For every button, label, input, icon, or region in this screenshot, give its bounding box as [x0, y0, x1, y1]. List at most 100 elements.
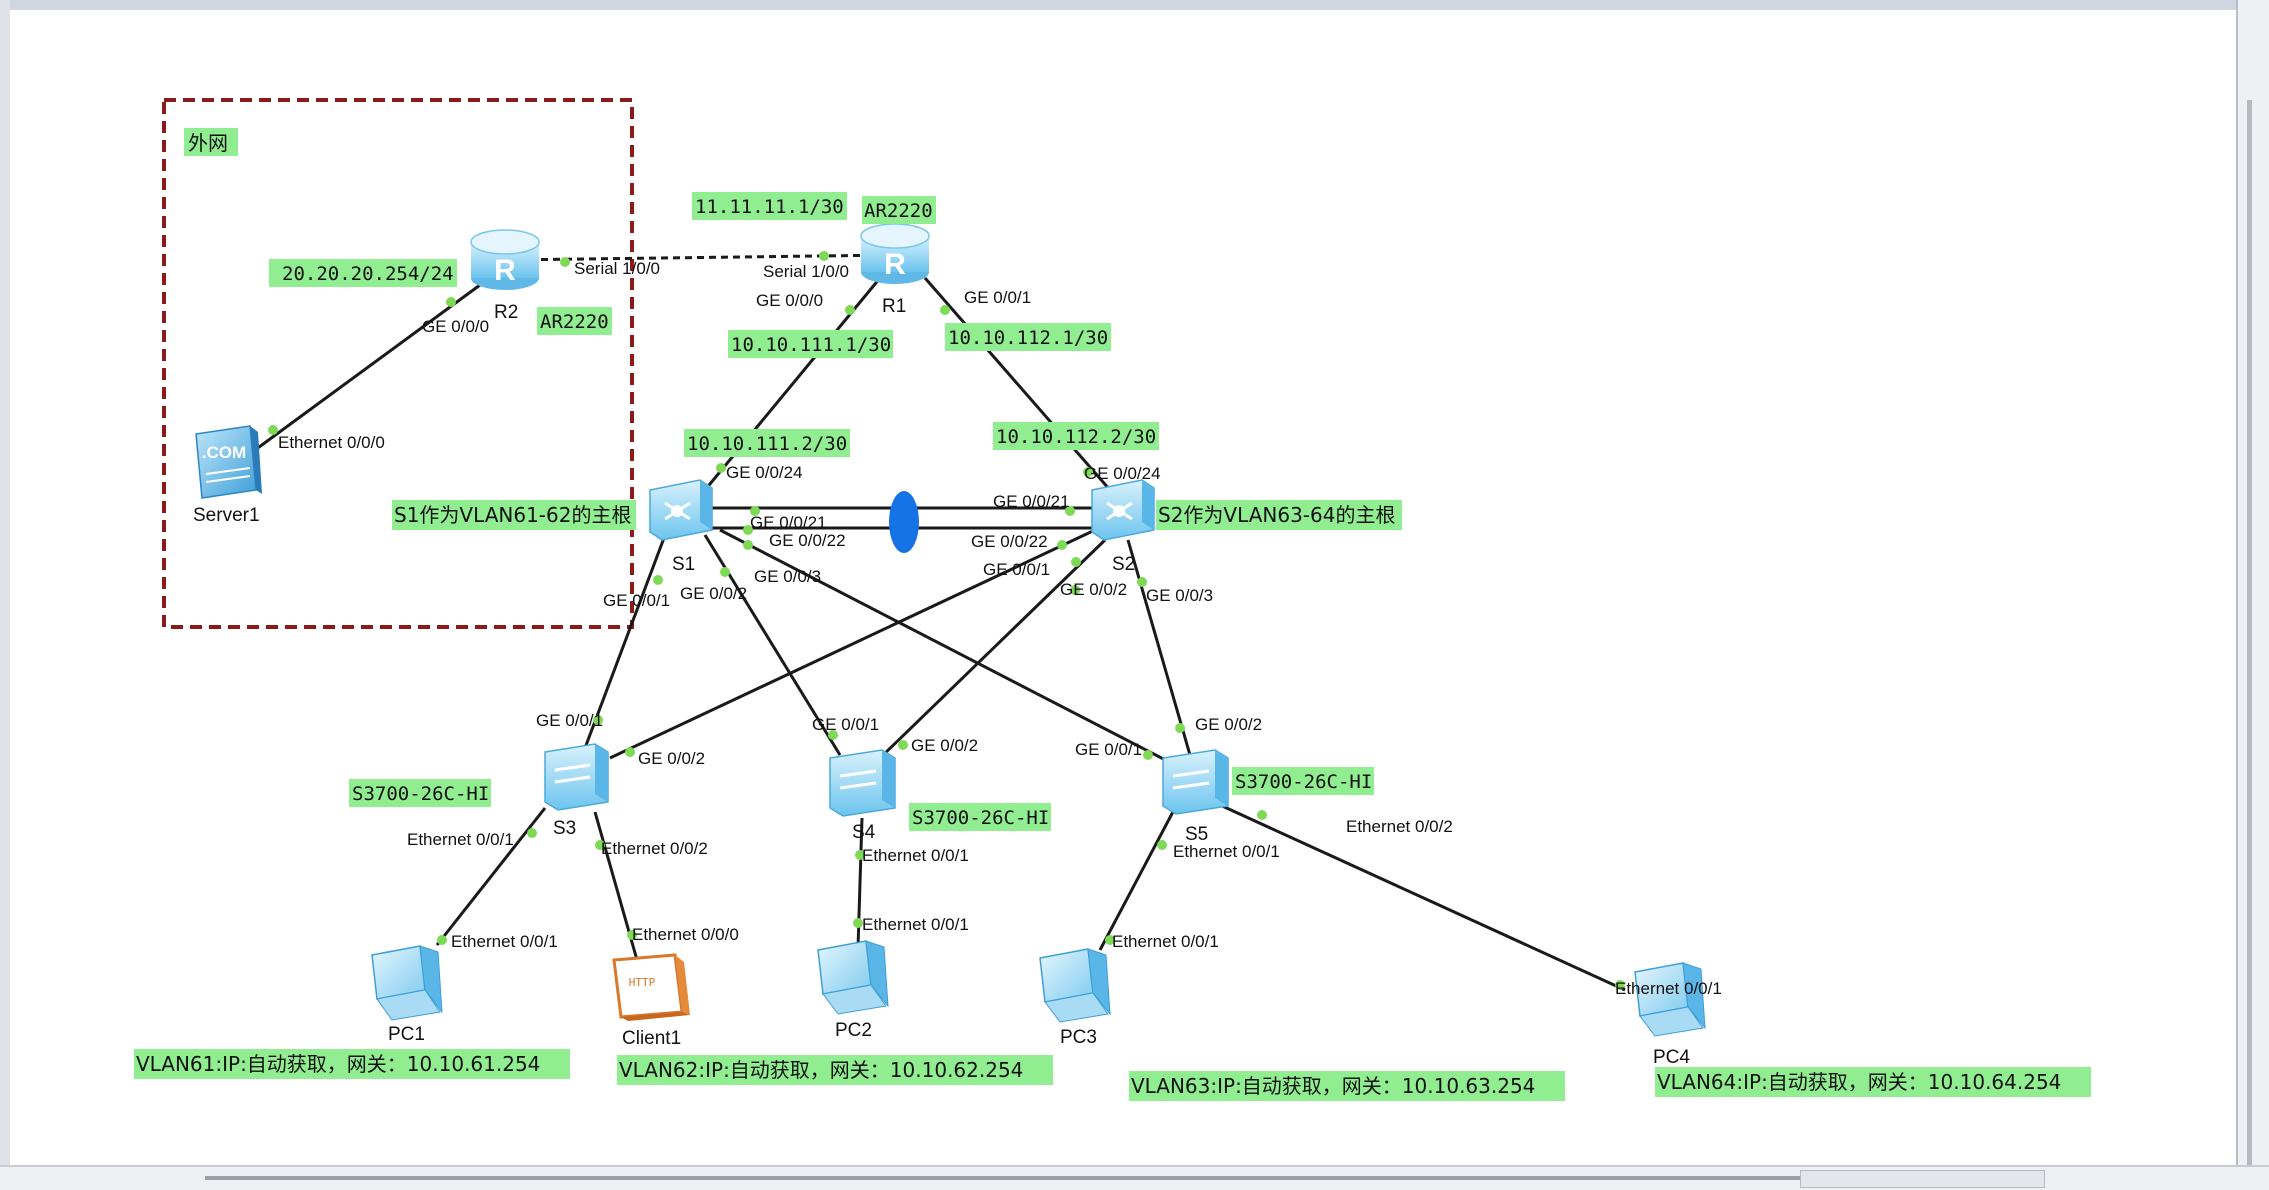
s1-note-bg [392, 500, 636, 530]
link-r1-s2[interactable] [923, 277, 1112, 491]
s5-model-bg [1232, 767, 1374, 795]
link-s3-pc1[interactable] [435, 807, 547, 946]
pc-icon [817, 940, 889, 1015]
port-s5-ge001: GE 0/0/1 [1075, 740, 1142, 759]
vertical-scrollbar-thumb[interactable] [2247, 100, 2252, 1165]
vertical-scrollbar-track[interactable] [2236, 0, 2269, 1190]
switch-s2[interactable] [1091, 479, 1155, 541]
port-s2-ge0024: GE 0/0/24 [1084, 464, 1161, 483]
horizontal-scrollbar-line [205, 1176, 2045, 1180]
port-s5-eth002: Ethernet 0/0/2 [1346, 817, 1453, 836]
http-client-icon: HTTP [612, 953, 690, 1021]
router-r2[interactable]: R [470, 229, 540, 290]
port-s4-ge002: GE 0/0/2 [911, 736, 978, 755]
s5-model: S3700-26C-HI [1235, 771, 1372, 793]
port-r1-ge001: GE 0/0/1 [964, 288, 1031, 307]
eth-trunk-marker[interactable] [889, 491, 919, 553]
switch-s4[interactable] [829, 749, 896, 817]
port-s1-ge001: GE 0/0/1 [603, 591, 670, 610]
svg-text:R: R [494, 254, 516, 287]
s2-name: S2 [1112, 554, 1135, 575]
port-s2-ge0021: GE 0/0/21 [993, 492, 1070, 511]
client-badge: HTTP [629, 976, 656, 989]
link-s2-s4[interactable] [878, 538, 1107, 760]
ip-r1-serial: 11.11.11.1/30 [695, 196, 844, 218]
pc2-note: VLAN62:IP:自动获取，网关：10.10.62.254 [619, 1058, 1023, 1082]
pc-pc1[interactable] [371, 945, 443, 1021]
router-r1[interactable]: R [860, 223, 930, 284]
ip-s1-ge0024: 10.10.111.2/30 [687, 433, 847, 455]
client1-name: Client1 [622, 1028, 681, 1049]
link-s5-pc3[interactable] [1098, 807, 1177, 951]
s2-note: S2作为VLAN63-64的主根 [1158, 503, 1395, 527]
s1-note: S1作为VLAN61-62的主根 [394, 503, 631, 527]
region-label-bg [184, 128, 238, 156]
svg-text:R: R [884, 248, 906, 281]
link-s2-s5[interactable] [1126, 539, 1192, 756]
r1-model-bg [862, 196, 936, 224]
r1-name: R1 [882, 296, 906, 317]
pc3-name: PC3 [1060, 1027, 1097, 1048]
port-pc3-eth001: Ethernet 0/0/1 [1112, 932, 1219, 951]
server1[interactable]: .COM [195, 425, 262, 499]
s3-name: S3 [553, 818, 576, 839]
pc1-note-bg [134, 1049, 570, 1079]
port-s4-eth001: Ethernet 0/0/1 [862, 846, 969, 865]
server-badge: .COM [202, 443, 246, 462]
port-client1-eth000: Ethernet 0/0/0 [632, 925, 739, 944]
pc1-note: VLAN61:IP:自动获取，网关：10.10.61.254 [136, 1052, 540, 1076]
link-s2-s3[interactable] [609, 528, 1096, 760]
port-s1-ge0021: GE 0/0/21 [750, 513, 827, 532]
ip-r1-serial-bg [692, 192, 847, 220]
link-s1-s5[interactable] [719, 528, 1176, 767]
r1-model: AR2220 [864, 200, 933, 222]
port-s1-ge002: GE 0/0/2 [680, 584, 747, 603]
port-r2-serial: Serial 1/0/0 [574, 259, 660, 278]
port-s3-ge002: GE 0/0/2 [638, 749, 705, 768]
s3-model: S3700-26C-HI [352, 783, 489, 805]
server1-name: Server1 [193, 505, 260, 526]
port-s5-eth001: Ethernet 0/0/1 [1173, 842, 1280, 861]
pc-icon [371, 945, 443, 1021]
external-network-region [162, 98, 634, 629]
port-s2-ge002: GE 0/0/2 [1060, 580, 1127, 599]
port-s1-ge003: GE 0/0/3 [754, 567, 821, 586]
ip-s2-ge0024: 10.10.112.2/30 [996, 426, 1156, 448]
core-switch-icon [649, 479, 713, 541]
pc-icon [1039, 948, 1111, 1023]
pc-pc2[interactable] [817, 940, 889, 1015]
port-r2-ge000: GE 0/0/0 [422, 317, 489, 336]
port-s4-ge001: GE 0/0/1 [812, 715, 879, 734]
port-s3-ge001: GE 0/0/1 [536, 711, 603, 730]
port-pc2-eth001: Ethernet 0/0/1 [862, 915, 969, 934]
ip-r2-serial-bg [269, 259, 457, 287]
pc-pc3[interactable] [1039, 948, 1111, 1023]
ip-s2-ge0024-bg [993, 422, 1159, 450]
switch-s5[interactable] [1162, 749, 1229, 815]
port-r1-serial: Serial 1/0/0 [763, 262, 849, 281]
ip-r1-ge001-bg [945, 323, 1111, 351]
pc-pc4[interactable] [1634, 962, 1706, 1037]
link-r2-r1-serial[interactable] [504, 253, 896, 262]
port-pc4-eth001: Ethernet 0/0/1 [1615, 979, 1722, 998]
switch-s1[interactable] [649, 479, 713, 541]
s4-model-bg [909, 803, 1051, 831]
access-switch-icon [544, 743, 609, 811]
link-s5-pc4[interactable] [1219, 803, 1626, 992]
r2-name: R2 [494, 302, 518, 323]
port-s2-ge003: GE 0/0/3 [1146, 586, 1213, 605]
r2-model-bg [537, 307, 612, 335]
port-server1-eth: Ethernet 0/0/0 [278, 433, 385, 452]
core-switch-icon [1091, 479, 1155, 541]
pc2-name: PC2 [835, 1020, 872, 1041]
switch-s3[interactable] [544, 743, 609, 811]
ip-r2-serial: 20.20.20.254/24 [282, 263, 454, 285]
pc1-name: PC1 [388, 1024, 425, 1045]
link-r2-server1[interactable] [254, 272, 496, 452]
ip-r1-ge000-bg [728, 330, 893, 358]
link-s1-s3[interactable] [583, 529, 669, 749]
pc3-note-bg [1129, 1071, 1565, 1101]
client1[interactable]: HTTP [612, 953, 690, 1021]
horizontal-scrollbar-thumb[interactable] [1800, 1170, 2045, 1188]
